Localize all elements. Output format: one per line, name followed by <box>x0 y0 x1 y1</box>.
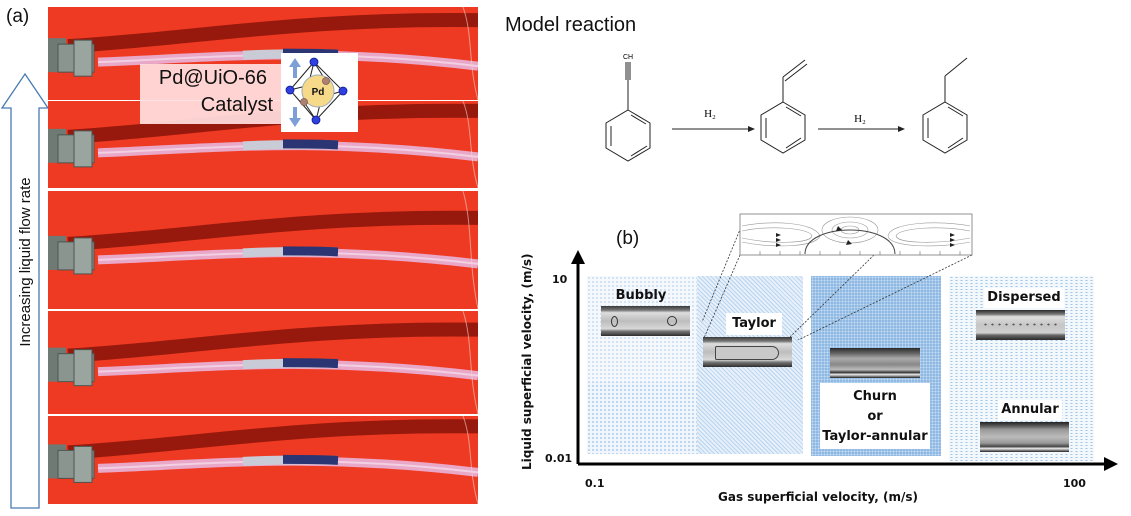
taylor-flow-image <box>703 337 792 367</box>
ethylbenzene-structure <box>922 57 968 154</box>
svg-text:Pd: Pd <box>312 87 325 98</box>
uio-66-octahedron-icon: Pd <box>281 53 358 132</box>
reactor-photo <box>48 416 478 504</box>
expand-up-arrow-icon <box>289 58 301 78</box>
regime-taylor-label: Taylor <box>726 313 782 335</box>
model-reaction-title: Model reaction <box>505 14 637 36</box>
x-tick-100: 100 <box>1063 477 1086 490</box>
taylor-flow-streamline-inset <box>701 213 973 340</box>
y-tick-0-01: 0.01 <box>545 452 573 465</box>
reactor-photo <box>48 311 478 414</box>
bubbly-flow-image <box>601 306 690 336</box>
reactor-photo <box>48 191 478 309</box>
catalyst-caption: Catalyst <box>200 94 273 116</box>
flow-regime-axes <box>571 250 1118 471</box>
churn-label-line3: Taylor-annular <box>822 429 928 444</box>
styrene-structure <box>760 59 808 154</box>
reagent-h2-step1: H₂ <box>704 108 716 120</box>
y-axis-title: Liquid superficial velocity, (m/s) <box>520 253 534 470</box>
x-tick-0-1: 0.1 <box>585 477 605 490</box>
churn-label-line2: or <box>867 409 883 424</box>
reaction-scheme: CH H₂ H₂ <box>605 54 968 162</box>
regime-annular-label: Annular <box>998 400 1062 420</box>
x-axis-title: Gas superficial velocity, (m/s) <box>718 490 919 504</box>
expand-down-arrow-icon <box>289 107 301 127</box>
catalyst-label-box: Pd@UiO-66 Catalyst <box>140 64 281 124</box>
annular-flow-image <box>980 422 1069 452</box>
catalyst-name: Pd@UiO-66 <box>158 67 267 89</box>
reagent-h2-step2: H₂ <box>854 113 866 125</box>
increasing-flow-arrow-icon <box>0 72 50 509</box>
y-tick-10: 10 <box>552 273 568 286</box>
increasing-flow-label: Increasing liquid flow rate <box>17 177 34 347</box>
panel-a-label: (a) <box>6 6 30 27</box>
dispersed-flow-image <box>976 310 1065 340</box>
y-axis-arrow-icon <box>571 250 585 264</box>
churn-label-line1: Churn <box>853 389 897 404</box>
alkyne-ch-label: CH <box>623 54 633 61</box>
panel-b-label: (b) <box>616 228 640 249</box>
regime-dispersed-label: Dispersed <box>984 288 1064 308</box>
regime-bubbly-label: Bubbly <box>615 288 667 303</box>
churn-flow-image <box>830 348 920 378</box>
phenylacetylene-structure <box>605 62 651 162</box>
regime-churn-label: Churn or Taylor-annular <box>820 383 930 449</box>
x-axis-arrow-icon <box>1104 457 1118 471</box>
